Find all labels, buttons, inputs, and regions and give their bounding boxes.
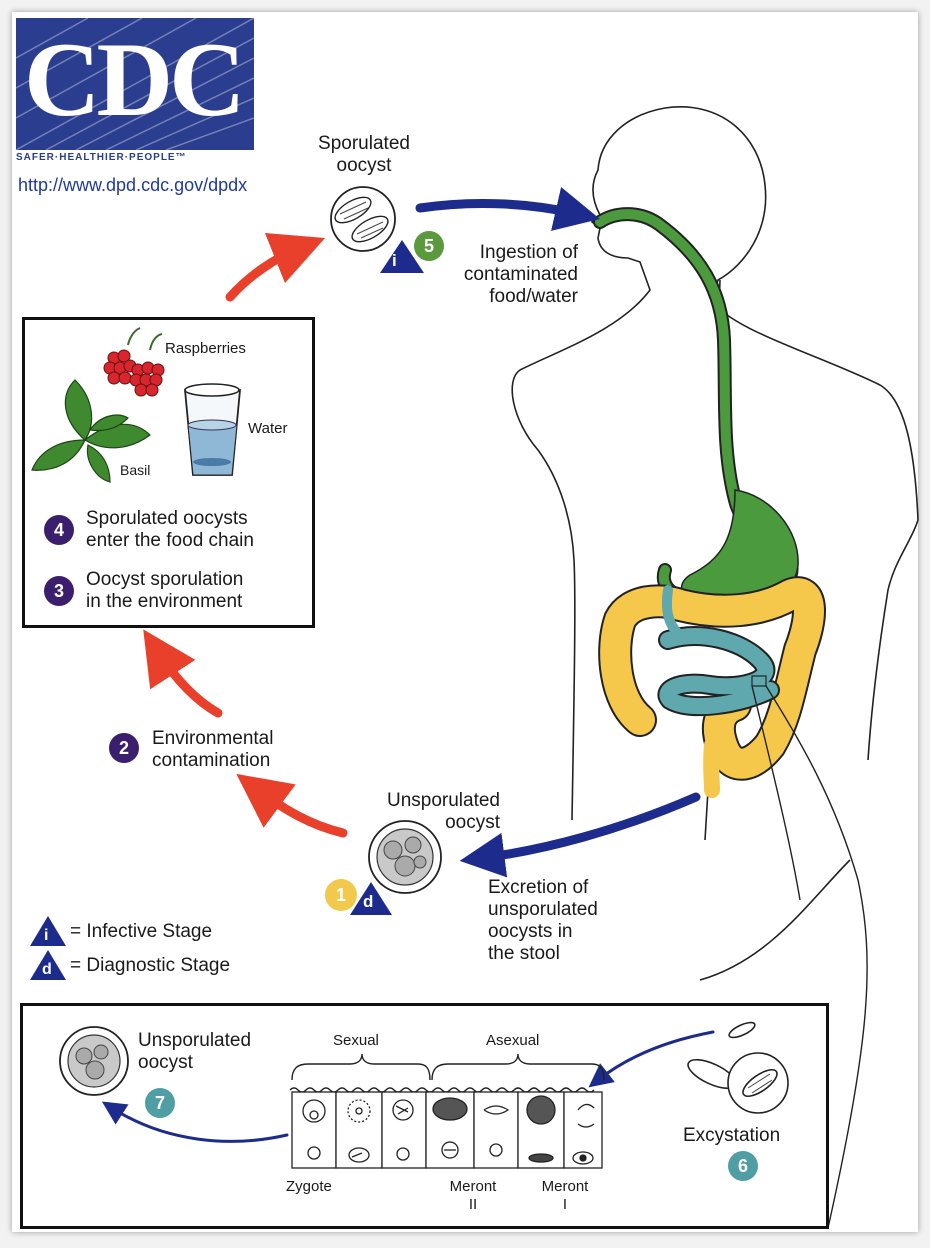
intracellular-panel	[20, 1003, 829, 1229]
infective-symbol-5: i	[392, 251, 397, 270]
raspberries-label: Raspberries	[165, 340, 246, 357]
excretion-line1: Excretion of	[488, 877, 589, 898]
unsporulated-oocyst-drawing	[368, 820, 442, 894]
diagnostic-symbol-1: d	[363, 892, 374, 911]
water-label: Water	[248, 420, 288, 437]
source-url[interactable]: http://www.dpd.cdc.gov/dpdx	[18, 175, 248, 195]
stage-4-text: Sporulated oocysts enter the food chain	[86, 508, 254, 552]
stage-3-badge: 3	[44, 576, 74, 606]
sporulated-oocyst-label: Sporulated oocyst	[300, 133, 428, 177]
asexual-label: Asexual	[486, 1032, 540, 1049]
excystation-drawing	[687, 1021, 789, 1114]
cdc-logo: CDC	[16, 18, 254, 150]
excystation-label: Excystation	[683, 1125, 781, 1146]
meront-1-line2: I	[562, 1196, 568, 1213]
legend-infective-symbol: i	[44, 927, 49, 944]
stage-7-badge: 7	[145, 1088, 175, 1118]
sporulated-line2: oocyst	[336, 155, 392, 176]
excretion-line3: oocysts in	[488, 921, 573, 942]
stage-3-line1: Oocyst sporulation	[86, 569, 244, 590]
environment-arrows	[143, 232, 348, 838]
stage-7-line2: oocyst	[138, 1052, 193, 1073]
sporulated-oocyst-drawing	[330, 186, 396, 252]
diagnostic-triangle-1	[350, 882, 392, 915]
stage-5-line1: Ingestion of	[479, 242, 578, 263]
digestive-tract-upper	[593, 207, 799, 608]
unsporulated-oocyst-label: Unsporulated oocyst	[340, 790, 500, 834]
logo-text: CDC	[24, 21, 246, 138]
legend-triangles	[30, 916, 66, 980]
zoom-lines	[751, 685, 868, 1229]
stage-braces	[291, 1053, 605, 1081]
meront-2-line1: Meront	[449, 1178, 497, 1195]
legend-infective-label: = Infective Stage	[70, 921, 213, 942]
stage-5-text: Ingestion of contaminated food/water	[420, 242, 578, 308]
stage-4-badge: 4	[44, 515, 74, 545]
stage-3-line2: in the environment	[86, 591, 243, 612]
small-intestine	[657, 585, 780, 717]
meront-2-label: Meront II	[440, 1178, 506, 1214]
logo-stripes	[16, 18, 254, 150]
legend-diagnostic-symbol: d	[42, 961, 52, 978]
human-body-outline	[511, 106, 919, 981]
excretion-line2: unsporulated	[488, 899, 598, 920]
basil-label: Basil	[120, 462, 151, 478]
stage-4-line2: enter the food chain	[86, 530, 254, 551]
environment-box	[22, 317, 315, 628]
meront-1-line1: Meront	[541, 1178, 589, 1195]
stage-5-badge: 5	[414, 231, 444, 261]
raspberries-drawing	[103, 327, 165, 397]
stage-5-line3: food/water	[489, 286, 578, 307]
stage-7-line1: Unsporulated	[138, 1030, 252, 1051]
basil-drawing	[31, 379, 151, 483]
meront-1-label: Meront I	[532, 1178, 598, 1214]
stage-2-text: Environmental contamination	[152, 728, 273, 772]
unsporulated-oocyst-7-drawing	[59, 1026, 129, 1096]
stage-2-badge: 2	[109, 733, 139, 763]
stage-5-line2: contaminated	[463, 264, 578, 285]
water-glass-drawing	[184, 383, 241, 476]
logo-tagline: SAFER·HEALTHIER·PEOPLE™	[16, 152, 187, 163]
large-intestine	[598, 576, 826, 798]
stage-3-text: Oocyst sporulation in the environment	[86, 569, 243, 613]
zygote-label: Zygote	[286, 1178, 332, 1195]
excretion-line4: the stool	[488, 943, 560, 964]
stage-7-text: Unsporulated oocyst	[138, 1030, 251, 1074]
stage-2-line1: Environmental	[152, 728, 274, 749]
unsporulated-line1: Unsporulated	[386, 790, 500, 811]
sexual-label: Sexual	[333, 1032, 379, 1049]
infective-triangle-5	[380, 240, 424, 273]
meront-2-line2: II	[468, 1196, 478, 1213]
stage-6-badge: 6	[728, 1151, 758, 1181]
excretion-text: Excretion of unsporulated oocysts in the…	[488, 877, 598, 965]
legend-diagnostic-label: = Diagnostic Stage	[70, 955, 231, 976]
stage-4-line1: Sporulated oocysts	[86, 508, 248, 529]
epithelial-cells	[289, 1087, 603, 1169]
sporulated-line1: Sporulated	[318, 133, 410, 154]
unsporulated-line2: oocyst	[445, 812, 500, 833]
stage-1-badge: 1	[325, 879, 357, 911]
host-arrows	[101, 187, 715, 1143]
stage-2-line2: contamination	[152, 750, 271, 771]
